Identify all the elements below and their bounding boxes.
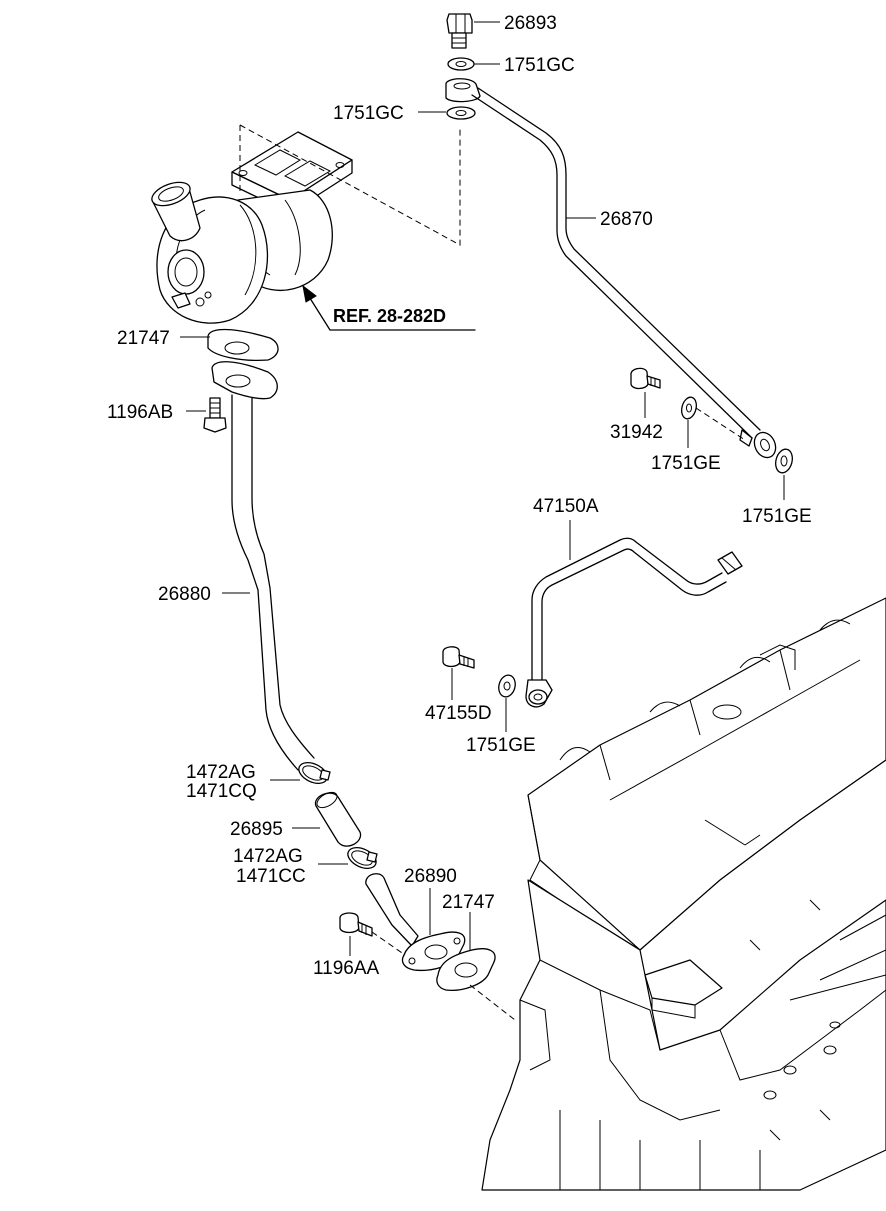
gasket-21747-bottom — [436, 948, 496, 991]
washer-1751GC-mid — [446, 106, 476, 120]
banjo-fitting-top — [445, 78, 481, 103]
oil-pipe-47150A — [525, 537, 743, 708]
label-1471CQ: 1471CQ — [186, 781, 257, 802]
alignment-line-block — [469, 984, 516, 1021]
gasket-21747-top — [207, 328, 279, 362]
bolt-1196AA — [339, 912, 373, 937]
label-1471CC: 1471CC — [236, 866, 306, 887]
label-26893: 26893 — [504, 13, 557, 34]
bolt-31942 — [630, 367, 661, 390]
label-21747-top: 21747 — [117, 328, 170, 349]
label-31942: 31942 — [610, 422, 663, 443]
label-1196AA: 1196AA — [313, 958, 380, 979]
label-1751GE-c: 1751GE — [466, 735, 536, 756]
alignment-line-flange — [239, 124, 461, 246]
label-47155D: 47155D — [425, 703, 492, 724]
turbocharger — [151, 131, 353, 324]
reference-label: REF. 28-282D — [333, 306, 446, 326]
label-1472AG-a: 1472AG — [186, 762, 256, 783]
washer-1751GE-c — [498, 674, 516, 698]
label-21747-bottom: 21747 — [442, 892, 495, 913]
label-1196AB: 1196AB — [107, 402, 173, 423]
pipe-26890 — [365, 873, 419, 947]
engine-block — [481, 597, 886, 1191]
label-1751GC-mid: 1751GC — [333, 103, 404, 124]
bolt-47155D — [442, 646, 475, 669]
label-26895: 26895 — [230, 819, 283, 840]
banjo-bolt-26893 — [446, 13, 473, 49]
label-1751GC-top: 1751GC — [504, 55, 575, 76]
alignment-line-1196AA — [371, 931, 406, 956]
label-1751GE-a: 1751GE — [651, 453, 721, 474]
label-26870: 26870 — [600, 209, 653, 230]
part-labels: 26893 1751GC 1751GC 26870 21747 1196AB 3… — [107, 13, 812, 979]
return-pipe-26880 — [231, 394, 315, 771]
washer-1751GE-a — [681, 396, 697, 420]
label-26880: 26880 — [158, 584, 211, 605]
washer-1751GE-b — [775, 448, 793, 474]
oil-feed-pipe-26870 — [471, 87, 777, 459]
label-1751GE-b: 1751GE — [742, 506, 812, 527]
reference-arrow: REF. 28-282D — [302, 284, 476, 331]
label-26890: 26890 — [404, 866, 457, 887]
hose-26895 — [314, 791, 362, 847]
label-47150A: 47150A — [533, 496, 599, 517]
clamp-1472AG-top — [298, 762, 331, 784]
leader-lines — [180, 21, 785, 956]
flange-26880 — [211, 361, 278, 400]
clamp-1472AG-bottom — [347, 847, 378, 869]
label-1472AG-b: 1472AG — [233, 846, 303, 867]
washer-1751GC-top — [447, 57, 475, 71]
bolt-1196AB — [203, 397, 227, 433]
